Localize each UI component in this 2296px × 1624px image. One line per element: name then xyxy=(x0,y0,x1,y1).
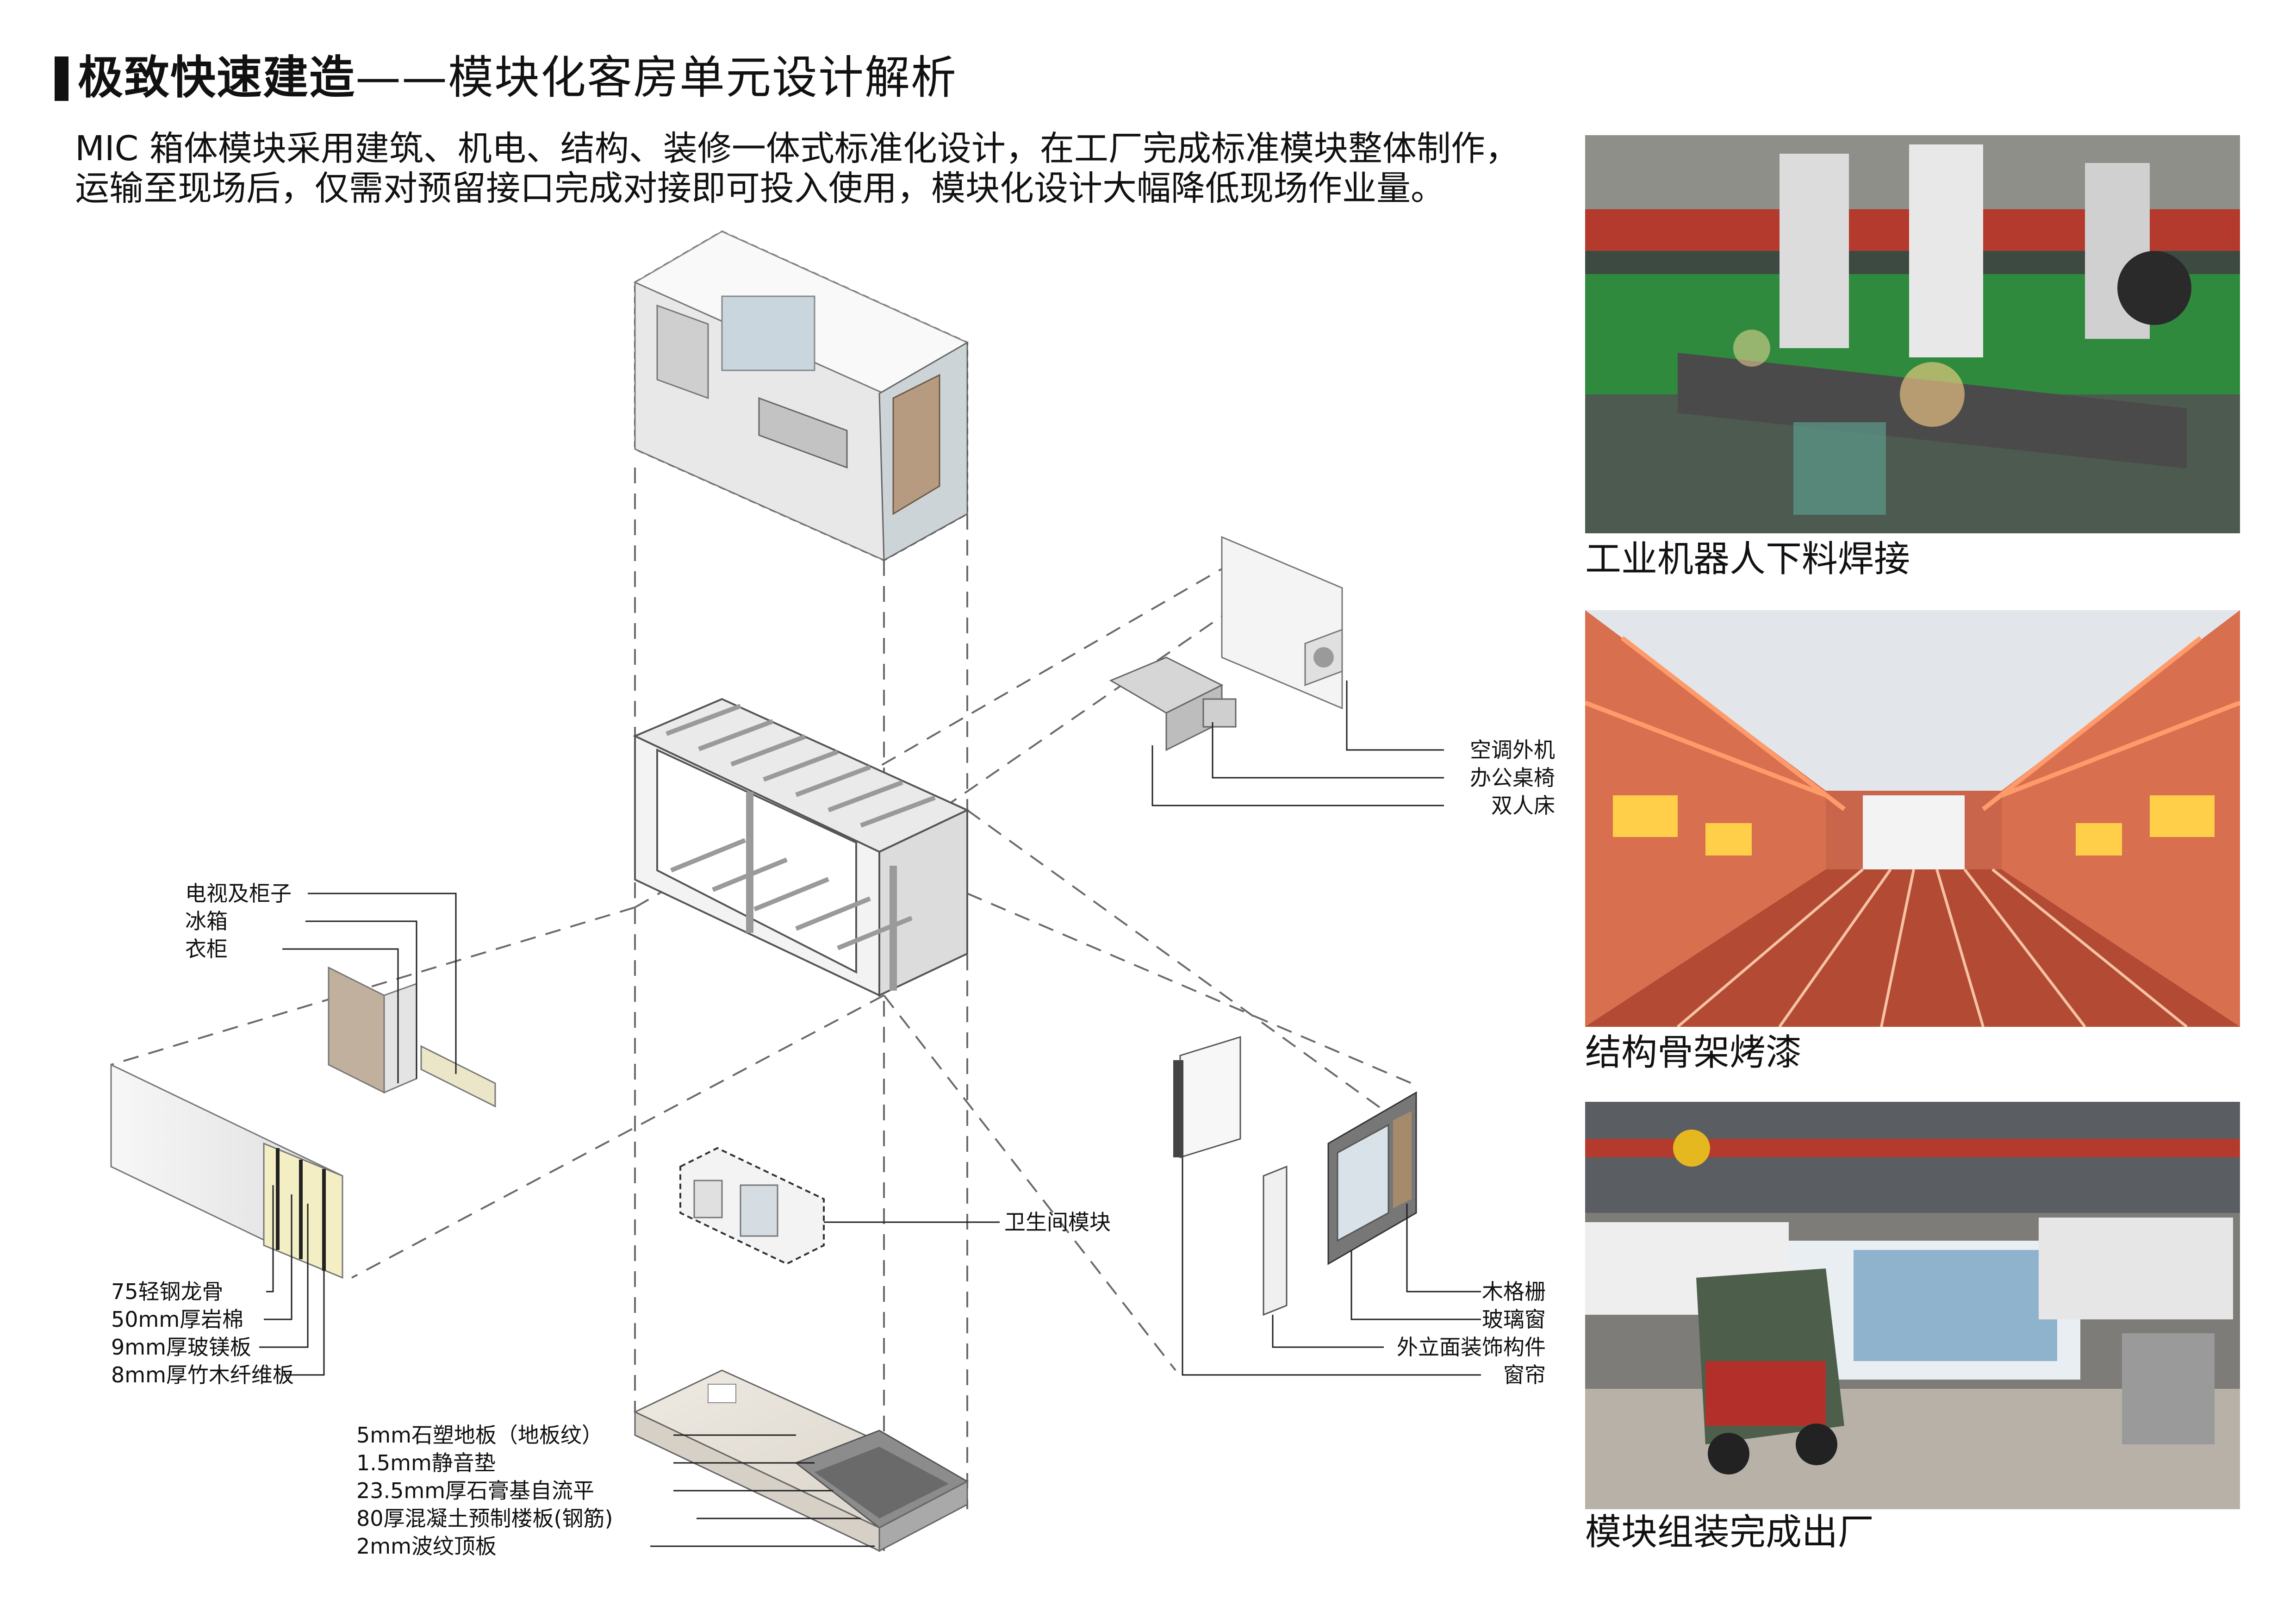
facade-components xyxy=(1173,1036,1417,1316)
label-facade-decor: 外立面装饰构件 xyxy=(1397,1335,1546,1360)
label-wardrobe: 衣柜 xyxy=(185,937,228,962)
label-floor-layer-5: 2mm波纹顶板 xyxy=(356,1534,497,1559)
photo-paint-booth xyxy=(1585,610,2240,1027)
projection-guides xyxy=(111,468,1412,1551)
label-double-bed: 双人床 xyxy=(1491,793,1555,818)
page-title: 极致快速建造——模块化客房单元设计解析 xyxy=(78,50,957,106)
bathroom-pod xyxy=(679,1147,825,1265)
label-floor-layer-1: 5mm石塑地板（地板纹） xyxy=(356,1423,603,1448)
label-wall-layer-4: 8mm厚竹木纤维板 xyxy=(111,1362,294,1387)
label-floor-layer-4: 80厚混凝土预制楼板(钢筋) xyxy=(356,1506,613,1531)
photo-robot-welding xyxy=(1585,135,2240,533)
caption-module-truck: 模块组装完成出厂 xyxy=(1585,1512,1874,1553)
label-glass-window: 玻璃窗 xyxy=(1482,1307,1546,1332)
title-rest: ——模块化客房单元设计解析 xyxy=(355,51,958,104)
label-wall-layer-2: 50mm厚岩棉 xyxy=(111,1307,244,1332)
leader-lines xyxy=(259,681,1481,1547)
built-in-furniture xyxy=(328,966,496,1108)
label-ac-unit: 空调外机 xyxy=(1470,737,1555,762)
description-line-1: MIC 箱体模块采用建筑、机电、结构、装修一体式标准化设计，在工厂完成标准模块整… xyxy=(75,129,1519,169)
label-desk-chair: 办公桌椅 xyxy=(1470,765,1555,790)
label-tv-cabinet: 电视及柜子 xyxy=(185,881,292,906)
steel-frame xyxy=(633,698,970,997)
description-line-2: 运输至现场后，仅需对预留接口完成对接即可投入使用，模块化设计大幅降低现场作业量。 xyxy=(75,169,1445,208)
label-wood-grille: 木格栅 xyxy=(1482,1279,1546,1304)
caption-paint-booth: 结构骨架烤漆 xyxy=(1585,1032,1802,1074)
label-wall-layer-3: 9mm厚玻镁板 xyxy=(111,1335,251,1360)
label-wall-layer-1: 75轻钢龙骨 xyxy=(111,1279,224,1304)
title-bar xyxy=(55,56,68,101)
caption-robot-welding: 工业机器人下料焊接 xyxy=(1585,538,1910,580)
label-floor-layer-3: 23.5mm厚石膏基自流平 xyxy=(356,1478,595,1503)
room-furniture-group xyxy=(1109,536,1343,751)
label-bathroom-module: 卫生间模块 xyxy=(1004,1210,1111,1235)
description: MIC 箱体模块采用建筑、机电、结构、装修一体式标准化设计，在工厂完成标准模块整… xyxy=(75,129,1574,208)
label-floor-layer-2: 1.5mm静音垫 xyxy=(356,1450,496,1475)
title-bold: 极致快速建造 xyxy=(78,51,356,104)
floor-slab xyxy=(633,1369,969,1552)
label-curtain: 窗帘 xyxy=(1503,1362,1546,1387)
interior-wall-panel xyxy=(110,1063,343,1279)
photo-module-truck xyxy=(1585,1102,2240,1509)
label-fridge: 冰箱 xyxy=(185,909,228,934)
finished-room-module xyxy=(633,230,969,562)
